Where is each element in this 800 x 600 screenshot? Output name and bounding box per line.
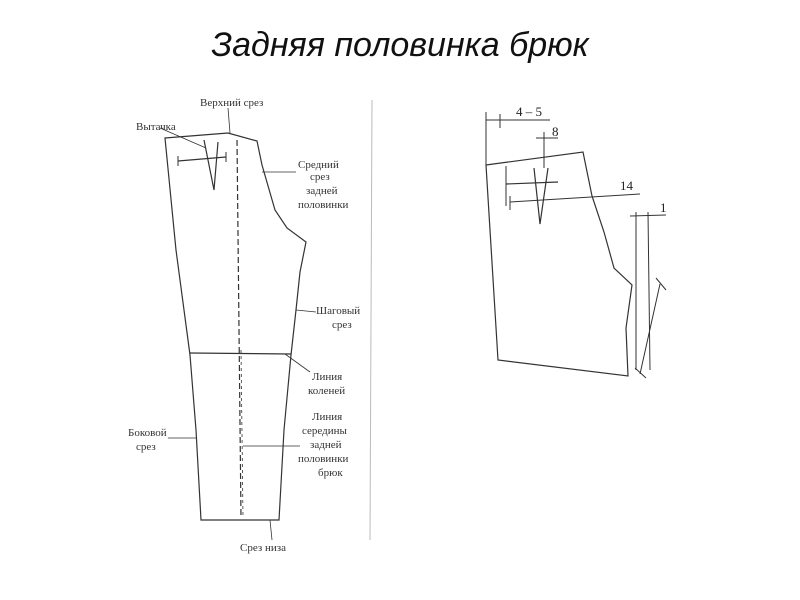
label-side-1: Боковой [128, 427, 167, 439]
dim-label-4-5: 4 – 5 [516, 104, 542, 119]
label-inseam-2: срез [332, 319, 352, 331]
frame-line [369, 99, 373, 541]
label-center-back-3: задней [306, 185, 338, 197]
label-knee-1: Линия [312, 371, 342, 383]
back-upper-outline [485, 151, 633, 377]
label-middle-4: половинки [298, 453, 349, 465]
page-title: Задняя половинка брюк [211, 26, 589, 64]
knee-line [189, 352, 292, 355]
label-waist: Верхний срез [200, 97, 263, 109]
dart-width-mark [177, 156, 227, 162]
label-inseam-1: Шаговый [316, 305, 360, 317]
dim-label-14: 14 [620, 178, 634, 193]
back-trouser-outline [164, 132, 307, 521]
right-dart [533, 167, 549, 225]
label-knee-2: коленей [308, 385, 345, 397]
dim-label-8: 8 [552, 124, 559, 139]
label-center-back-4: половинки [298, 199, 349, 211]
center-grain-line [236, 139, 242, 519]
left-diagram [159, 99, 373, 541]
label-middle-1: Линия [312, 411, 342, 423]
side-measure-line [639, 283, 661, 375]
label-middle-5: брюк [318, 467, 343, 479]
right-diagram [485, 112, 667, 379]
label-middle-3: задней [310, 439, 342, 451]
label-middle-2: середины [302, 425, 348, 437]
label-center-back-2: срез [310, 171, 330, 183]
label-center-back-1: Средний [298, 159, 339, 171]
dart [203, 139, 219, 191]
dim-label-1: 1 [660, 200, 667, 215]
label-dart: Вытачка [136, 121, 176, 133]
label-side-2: срез [136, 441, 156, 453]
welt-line [505, 181, 559, 185]
label-hem: Срез низа [240, 542, 286, 554]
dim-14-line [509, 193, 641, 203]
